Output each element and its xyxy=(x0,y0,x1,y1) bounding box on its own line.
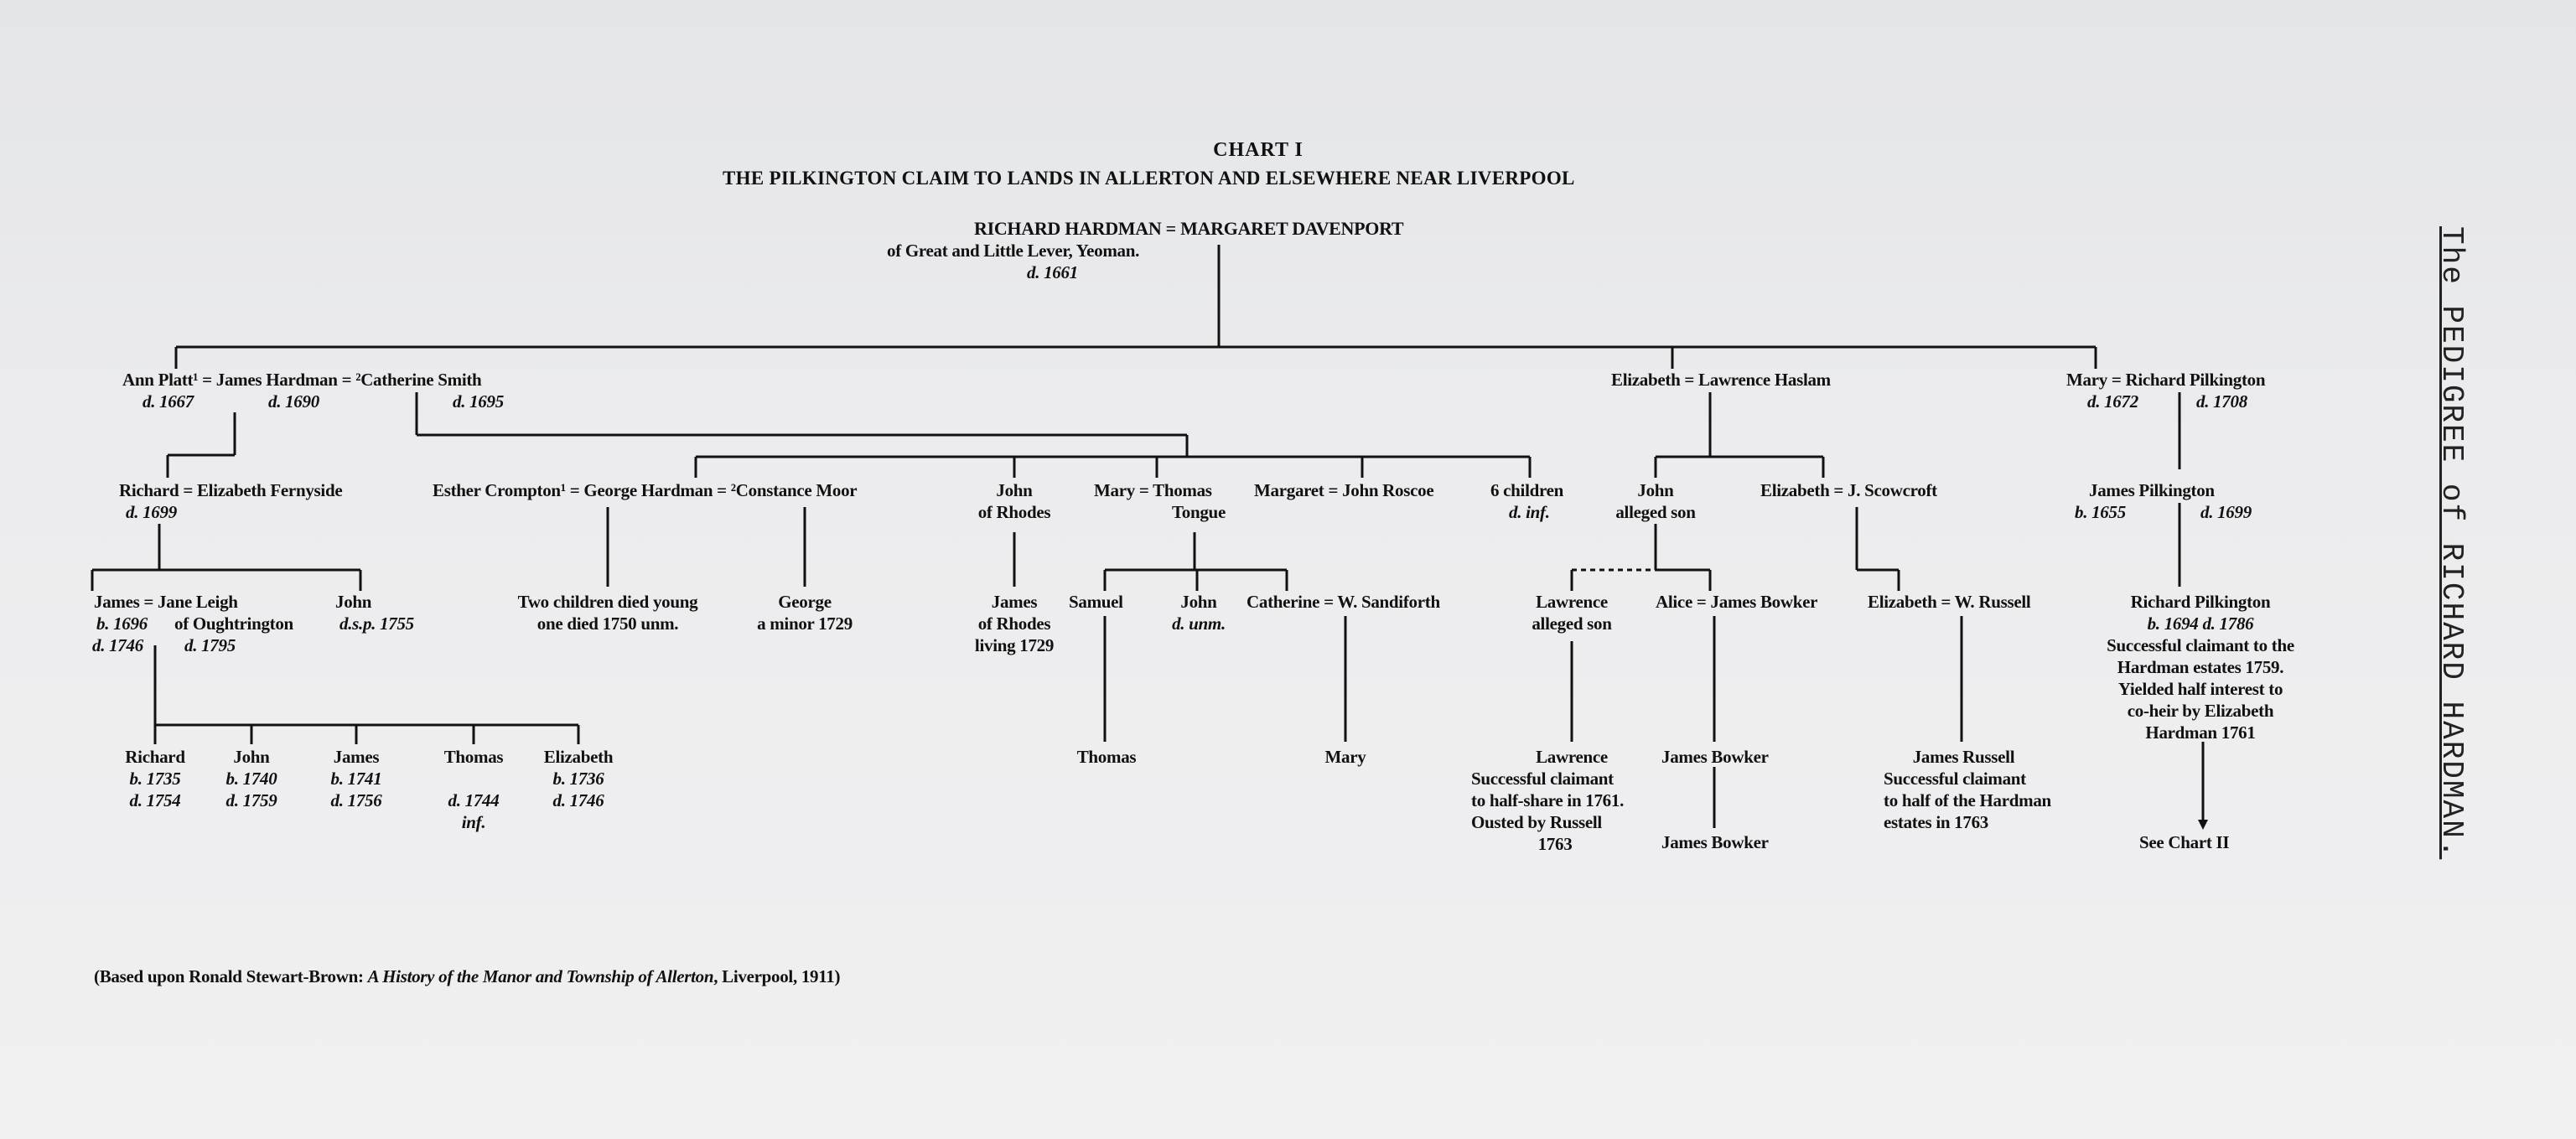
james-rhodes-l2: of Rhodes xyxy=(977,614,1051,634)
john-unm-note: d. unm. xyxy=(1172,614,1226,634)
catherine-smith-died: d. 1695 xyxy=(453,391,504,412)
richard-pilkington-l1: Successful claimant to the xyxy=(2107,635,2294,655)
elizabeth-russell-line: Elizabeth = W. Russell xyxy=(1868,592,2031,612)
mary-died: d. 1672 xyxy=(2087,391,2138,412)
james-1741-died: d. 1756 xyxy=(330,790,382,810)
gen0-couple: RICHARD HARDMAN = MARGARET DAVENPORT xyxy=(974,218,1404,239)
elizabeth-scowcroft-line: Elizabeth = J. Scowcroft xyxy=(1760,480,1937,500)
gen0-desc: of Great and Little Lever, Yeoman. xyxy=(887,241,1140,261)
elizabeth-haslam-line: Elizabeth = Lawrence Haslam xyxy=(1611,370,1831,390)
george-hardman-line: Esther Crompton¹ = George Hardman = ²Con… xyxy=(433,480,858,500)
richard-pilkington-l2: Hardman estates 1759. xyxy=(2117,657,2284,677)
john-dsp-name: John xyxy=(335,592,372,612)
thomas-tongue-name: Thomas xyxy=(1076,747,1137,767)
james-rhodes-l3: living 1729 xyxy=(974,635,1055,655)
ann-platt-died: d. 1667 xyxy=(143,391,194,412)
mary-tongue-line: Mary = Thomas xyxy=(1094,480,1212,500)
john-unm-name: John xyxy=(1180,592,1217,612)
catherine-sandiforth-line: Catherine = W. Sandiforth xyxy=(1247,592,1440,612)
thomas-1744-note: inf. xyxy=(461,812,486,832)
richard-pilkington-died: d. 1708 xyxy=(2196,391,2247,412)
lawrence-l4: 1763 xyxy=(1537,834,1573,854)
richard-died: d. 1699 xyxy=(126,502,177,522)
james-hardman-line: Ann Platt¹ = James Hardman = ²Catherine … xyxy=(122,370,482,390)
james-leigh-died: d. 1746 xyxy=(92,635,143,655)
james-russell-l1: Successful claimant xyxy=(1884,769,2026,789)
elizabeth-1736-born: b. 1736 xyxy=(552,769,604,789)
lawrence-l1: Successful claimant xyxy=(1471,769,1614,789)
james-russell-l2: to half of the Hardman xyxy=(1884,790,2051,810)
george-minor-name: George xyxy=(778,592,832,612)
jane-leigh-of: of Oughtrington xyxy=(174,614,293,634)
richard-pilkington-l3: Yielded half interest to xyxy=(2117,679,2283,699)
james-russell-name: James Russell xyxy=(1912,747,2015,767)
james-1741-name: James xyxy=(333,747,380,767)
alice-bowker-line: Alice = James Bowker xyxy=(1656,592,1818,612)
richard-1735-died: d. 1754 xyxy=(129,790,181,810)
thomas-1744-name: Thomas xyxy=(443,747,504,767)
james-1741-born: b. 1741 xyxy=(330,769,382,789)
john-haslam-note: alleged son xyxy=(1615,502,1696,522)
james-pilkington-name: James Pilkington xyxy=(2089,480,2215,500)
james-pilkington-born: b. 1655 xyxy=(2075,502,2126,522)
elizabeth-1736-name: Elizabeth xyxy=(543,747,614,767)
lawrence-l2: to half-share in 1761. xyxy=(1471,790,1625,810)
source-prefix: (Based upon Ronald Stewart-Brown: xyxy=(94,966,368,986)
john-rhodes-desc: of Rhodes xyxy=(977,502,1051,522)
john-rhodes-name: John xyxy=(996,480,1033,500)
source-suffix: , Liverpool, 1911) xyxy=(713,966,841,986)
richard-pilkington-name: Richard Pilkington xyxy=(2130,592,2271,612)
mary-tongue-line2: Tongue xyxy=(1172,502,1226,522)
chart-number: CHART I xyxy=(1213,139,1304,161)
james-russell-l3: estates in 1763 xyxy=(1884,812,1988,832)
thomas-1744-died: d. 1744 xyxy=(448,790,500,810)
george-minor-note: a minor 1729 xyxy=(757,614,853,634)
john-haslam-name: John xyxy=(1637,480,1674,500)
richard-pilkington-dates: b. 1694 d. 1786 xyxy=(2147,614,2254,634)
james-rhodes-name: James xyxy=(991,592,1038,612)
two-children-line1: Two children died young xyxy=(517,592,698,612)
elizabeth-1736-died: d. 1746 xyxy=(552,790,604,810)
samuel-name: Samuel xyxy=(1069,592,1123,612)
margaret-roscoe-line: Margaret = John Roscoe xyxy=(1254,480,1434,500)
john-1740-died: d. 1759 xyxy=(225,790,277,810)
john-1740-name: John xyxy=(233,747,270,767)
richard-pilkington-l4: co-heir by Elizabeth xyxy=(2127,701,2274,721)
john-dsp-note: d.s.p. 1755 xyxy=(339,614,414,634)
james-bowker-name: James Bowker xyxy=(1661,747,1769,767)
james-pilkington-died: d. 1699 xyxy=(2200,502,2252,522)
mary-sandiforth-name: Mary xyxy=(1324,747,1366,767)
richard-fernyside-line: Richard = Elizabeth Fernyside xyxy=(119,480,343,500)
lawrence-l3: Ousted by Russell xyxy=(1471,812,1602,832)
six-children-note: d. inf. xyxy=(1509,502,1550,522)
source-book: A History of the Manor and Township of A… xyxy=(367,966,714,986)
chart-title: THE PILKINGTON CLAIM TO LANDS IN ALLERTO… xyxy=(723,168,1575,189)
lawrence-alleged-name: Lawrence xyxy=(1536,592,1608,612)
james-leigh-line: James = Jane Leigh xyxy=(94,592,238,612)
two-children-line2: one died 1750 unm. xyxy=(536,614,679,634)
richard-1735-name: Richard xyxy=(125,747,185,767)
jane-leigh-died: d. 1795 xyxy=(184,635,236,655)
james-leigh-born: b. 1696 xyxy=(96,614,148,634)
source-citation: (Based upon Ronald Stewart-Brown: A Hist… xyxy=(94,966,840,987)
lawrence-name: Lawrence xyxy=(1536,747,1608,767)
mary-pilkington-line: Mary = Richard Pilkington xyxy=(2066,370,2266,390)
richard-pilkington-l5: Hardman 1761 xyxy=(2145,722,2256,743)
six-children-name: 6 children xyxy=(1490,480,1564,500)
james-hardman-died: d. 1690 xyxy=(268,391,319,412)
gen0-died: d. 1661 xyxy=(1027,262,1078,282)
see-chart-ii: See Chart II xyxy=(2139,832,2230,852)
james-bowker2-name: James Bowker xyxy=(1661,832,1769,852)
richard-1735-born: b. 1735 xyxy=(129,769,181,789)
lawrence-alleged-note: alleged son xyxy=(1532,614,1612,634)
side-title: The PEDIGREE of RICHARD HARDMAN. xyxy=(2434,226,2469,860)
john-1740-born: b. 1740 xyxy=(225,769,277,789)
arrow-see-chart xyxy=(2198,820,2208,830)
